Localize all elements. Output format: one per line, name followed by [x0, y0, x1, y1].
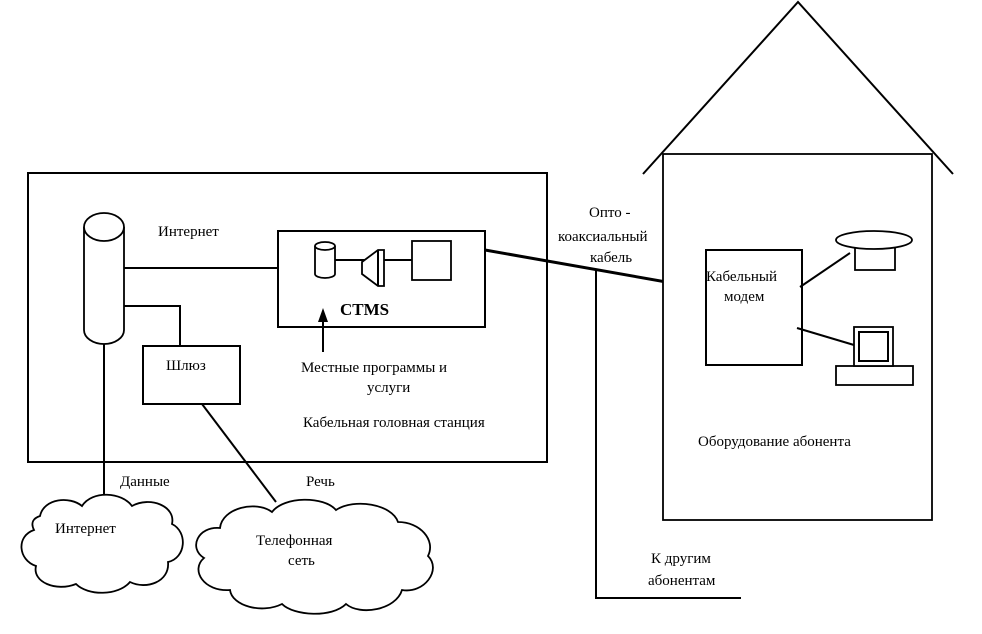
box-icon — [411, 240, 452, 281]
internet-top-label: Интернет — [158, 224, 219, 240]
modem-phone-line — [799, 252, 851, 288]
server-gateway-line — [124, 305, 181, 346]
internet-cloud — [20, 493, 184, 594]
phone-cloud — [195, 498, 434, 615]
cylinder-icon — [83, 212, 125, 345]
ctms-box — [277, 230, 486, 328]
computer-icon — [835, 326, 914, 386]
cable-label-1: Опто - — [589, 205, 630, 221]
cable-label-2: коаксиальный — [558, 229, 648, 245]
data-label: Данные — [120, 474, 170, 490]
modem-label-2: модем — [724, 289, 765, 305]
gateway-label: Шлюз — [166, 358, 206, 374]
cable-label-3: кабель — [590, 250, 632, 266]
modem-label-1: Кабельный — [706, 269, 777, 285]
other-subscribers-line — [595, 269, 741, 599]
cable-modem-box — [705, 249, 803, 366]
funnel-icon — [361, 249, 385, 287]
modem-computer-line — [796, 327, 855, 346]
ctms-label: CTMS — [340, 300, 389, 319]
database-icon — [314, 241, 336, 279]
local-programs-label-2: услуги — [367, 380, 410, 396]
house-roof — [642, 0, 954, 175]
other-subscribers-label-1: К другим — [651, 551, 711, 567]
cloud-phone-label-2: сеть — [288, 553, 315, 569]
local-programs-label-1: Местные программы и — [301, 360, 447, 376]
gateway-box — [142, 345, 241, 405]
headend-box — [27, 172, 548, 463]
subscriber-equipment-label: Оборудование абонента — [698, 434, 851, 450]
local-programs-arrowhead — [318, 308, 328, 322]
headend-label: Кабельная головная станция — [303, 415, 485, 431]
telephone-icon — [835, 230, 913, 271]
cloud-phone-label-1: Телефонная — [256, 533, 333, 549]
speech-label: Речь — [306, 474, 335, 490]
speech-line — [201, 403, 277, 503]
other-subscribers-label-2: абонентам — [648, 573, 716, 589]
cloud-internet-label: Интернет — [55, 521, 116, 537]
